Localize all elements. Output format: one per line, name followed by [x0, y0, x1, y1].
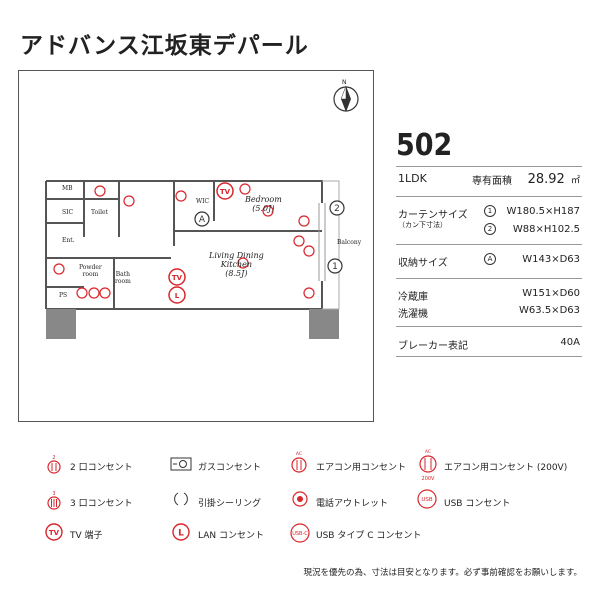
aircon-outlet-icon: AC [290, 450, 308, 480]
room-label-mb: MB [62, 185, 73, 192]
room-label-toilet: Toilet [91, 209, 108, 216]
curtain-2-value: W88×H102.5 [512, 224, 580, 235]
room-label-sic: SIC [62, 209, 74, 216]
legend-phone: 電話アウトレット [316, 499, 389, 509]
gas-outlet-icon [170, 456, 192, 475]
compass-n-label: N [342, 79, 347, 86]
aircon-200v-icon-voltage: 200V [422, 476, 436, 482]
legend-ac: エアコン用コンセント [316, 463, 407, 473]
curtain-1-mark: 1 [484, 205, 496, 217]
outlet-2-icon-number: 2 [52, 455, 55, 461]
floor-plan-drawing: TV TV L A 2 1 [45, 85, 359, 339]
fridge-label: 冷蔵庫 [398, 292, 428, 303]
usb-outlet-icon: USB [416, 488, 438, 514]
room-label-ldk: Living Dining Kitchen (8.5J) [209, 251, 264, 278]
outlet-3-icon-number: 3 [52, 491, 55, 497]
aircon-outlet-icon-label: AC [296, 451, 302, 457]
room-label-powder-1: Powder [79, 264, 102, 271]
column [46, 309, 76, 339]
breaker-label: ブレーカー表記 [398, 341, 468, 352]
room-label-entrance: Ent. [62, 237, 75, 244]
storage-row: 収納サイズ A W143×D63 [398, 253, 580, 269]
storage-mark: A [484, 253, 496, 265]
aircon-200v-icon-label: AC [425, 449, 431, 455]
legend-usb: USB コンセント [444, 499, 511, 509]
aircon-200v-icon: AC 200V [417, 448, 439, 486]
room-label-bath-2: room [115, 278, 131, 285]
area-value: 28.92 [527, 172, 565, 187]
area-label: 専有面積 [472, 176, 512, 187]
washer-row: 洗濯機 W63.5×D63 [398, 305, 580, 320]
column [309, 309, 339, 339]
usb-c-outlet-icon-label: USB-C [292, 531, 308, 537]
lan-outlet-icon: L [171, 522, 191, 546]
outlet-2-icon: 2 [46, 454, 62, 480]
legend-ceiling: 引掛シーリング [198, 499, 262, 509]
floor-plan: TV TV L A 2 1 MB SIC Toilet Ent. Powder … [18, 70, 374, 422]
usb-c-outlet-icon: USB-C [289, 522, 311, 548]
room-label-wic: WIC [196, 198, 210, 205]
legend-outlet-3: 3 口コンセント [70, 499, 133, 509]
curtain-row-1: カーテンサイズ 1 W180.5×H187 [398, 205, 580, 221]
washer-label: 洗濯機 [398, 309, 428, 320]
legend-lan: LAN コンセント [198, 531, 264, 541]
curtain-label: カーテンサイズ [398, 210, 468, 221]
room-label-balcony: Balcony [337, 239, 362, 246]
svg-text:TV: TV [220, 188, 231, 196]
room-label-ps: PS [59, 292, 68, 299]
usb-outlet-icon-label: USB [421, 497, 433, 503]
tv-terminal-icon: TV [44, 522, 64, 546]
room-label-ldk-1: Living Dining [209, 251, 264, 260]
room-label-bedroom-size: (5.0J) [252, 204, 275, 213]
fridge-value: W151×D60 [522, 288, 580, 299]
svg-text:A: A [199, 215, 206, 225]
room-label-bedroom-name: Bedroom [245, 195, 282, 204]
svg-text:L: L [175, 292, 180, 300]
legend-ac200: エアコン用コンセント (200V) [444, 463, 568, 473]
disclaimer-note: 現況を優先の為、寸法は目安となります。必ず事前確認をお願いします。 [303, 568, 582, 578]
lan-outlet-icon-label: L [178, 529, 184, 539]
fridge-row: 冷蔵庫 W151×D60 [398, 288, 580, 303]
room-label-bath-1: Bath [115, 271, 131, 278]
room-label-ldk-size: (8.5J) [225, 269, 248, 278]
compass-north-icon [333, 85, 359, 112]
curtain-row-2: （カン下寸法） 2 W88×H102.5 [398, 220, 580, 235]
room-label-powder: Powder room [79, 264, 102, 278]
breaker-value: 40A [560, 337, 580, 348]
area-value-group: 28.92 ㎡ [528, 172, 580, 187]
room-label-powder-2: room [82, 271, 99, 278]
outlet-3-icon: 3 [46, 490, 62, 516]
room-number: 502 [396, 128, 453, 163]
layout-type: 1LDK [398, 172, 427, 185]
svg-text:1: 1 [332, 262, 338, 272]
curtain-1-value: W180.5×H187 [506, 206, 580, 217]
svg-text:TV: TV [172, 274, 183, 282]
legend-tv: TV 端子 [70, 531, 103, 541]
layout-row: 1LDK 専有面積 28.92 ㎡ [398, 172, 580, 188]
storage-label: 収納サイズ [398, 258, 448, 269]
curtain-2-mark: 2 [484, 223, 496, 235]
washer-value: W63.5×D63 [519, 305, 580, 316]
svg-text:2: 2 [334, 204, 340, 214]
legend-usbc: USB タイプ C コンセント [316, 531, 422, 541]
ceiling-hook-icon [172, 490, 190, 512]
room-label-bedroom: Bedroom (5.0J) [245, 195, 282, 213]
storage-value: W143×D63 [522, 254, 580, 265]
area-unit: ㎡ [570, 176, 580, 186]
property-title: アドバンス江坂東デパール [20, 33, 309, 59]
breaker-row: ブレーカー表記 40A [398, 337, 580, 352]
legend-outlet-2: 2 口コンセント [70, 463, 133, 473]
legend-gas: ガスコンセント [198, 463, 262, 473]
phone-outlet-icon [291, 490, 309, 512]
room-label-ldk-2: Kitchen [220, 260, 252, 269]
curtain-sub: （カン下寸法） [398, 221, 447, 229]
room-label-bath: Bath room [115, 271, 131, 285]
tv-terminal-icon-label: TV [49, 529, 60, 537]
